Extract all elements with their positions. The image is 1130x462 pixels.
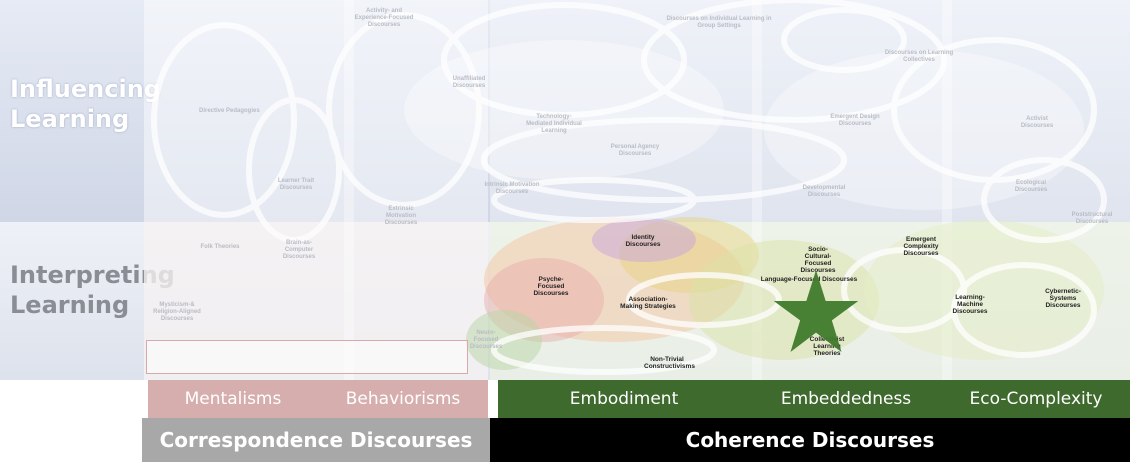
node-developmental: Developmental Discourses	[802, 185, 846, 198]
node-poststructural: Poststructural Discourses	[1071, 212, 1113, 225]
row-label-line: Learning	[10, 291, 130, 319]
node-non-trivial: Non-Trivial Constructivisms	[644, 356, 695, 370]
node-directive-pedagogies: Directive Pedagogies	[199, 108, 260, 114]
node-socio-cultural: Socio-Cultural-Focused Discourses	[800, 246, 836, 274]
node-technology-mediated: Technology-Mediated Individual Learning	[526, 114, 582, 134]
node-intrinsic-motivation: Intrinsic Motivation Discourses	[484, 182, 540, 195]
node-learning-machine: Learning-Machine Discourses	[952, 294, 988, 315]
node-neuro-focused: Neuro-Focused Discourses	[469, 330, 503, 350]
node-learning-collectives: Discourses on Learning Collectives	[884, 50, 954, 63]
node-learner-trait: Learner Trait Discourses	[277, 178, 315, 191]
node-ecological: Ecological Discourses	[1014, 180, 1048, 193]
row-label-interpreting: Interpreting Learning	[10, 260, 175, 320]
column-behaviorisms: Behaviorisms	[318, 380, 488, 418]
row-label-influencing: Influencing Learning	[10, 74, 161, 134]
note-box	[146, 340, 468, 374]
node-individual-group: Discourses on Individual Learning in Gro…	[666, 16, 772, 29]
column-eco-complexity: Eco-Complexity	[942, 380, 1130, 418]
column-embodiment: Embodiment	[498, 380, 750, 418]
node-language-focused: Language-Focused Discourses	[760, 276, 858, 283]
node-activist: Activist Discourses	[1020, 116, 1054, 129]
group-coherence-discourses: Coherence Discourses	[490, 418, 1130, 462]
node-brain-computer: Brain-as-Computer Discourses	[282, 240, 316, 260]
node-mysticism: Mysticism-& Religion-Aligned Discourses	[153, 302, 201, 322]
column-mentalisms: Mentalisms	[148, 380, 318, 418]
node-cybernetic-systems: Cybernetic-Systems Discourses	[1045, 288, 1081, 309]
row-label-line: Interpreting	[10, 261, 175, 289]
node-activity-experience: Activity- and Experience-Focused Discour…	[354, 8, 414, 28]
node-association-making: Association-Making Strategies	[620, 296, 676, 310]
star-icon	[773, 270, 859, 353]
row-label-line: Learning	[10, 105, 130, 133]
node-emergent-complexity: Emergent Complexity Discourses	[903, 236, 939, 257]
group-correspondence-discourses: Correspondence Discourses	[142, 418, 490, 462]
node-folk-theories: Folk Theories	[200, 244, 240, 250]
node-extrinsic-motivation: Extrinsic Motivation Discourses	[384, 206, 418, 226]
node-unaffiliated: Unaffiliated Discourses	[452, 76, 486, 89]
column-embeddedness: Embeddedness	[750, 380, 942, 418]
node-psyche-focused: Psyche-Focused Discourses	[533, 276, 569, 297]
node-personal-agency: Personal Agency Discourses	[610, 144, 660, 157]
node-emergent-design: Emergent Design Discourses	[830, 114, 880, 127]
row-label-line: Influencing	[10, 75, 161, 103]
diagram-area: Directive Pedagogies Learner Trait Disco…	[144, 0, 1130, 380]
node-identity: Identity Discourses	[625, 234, 661, 248]
